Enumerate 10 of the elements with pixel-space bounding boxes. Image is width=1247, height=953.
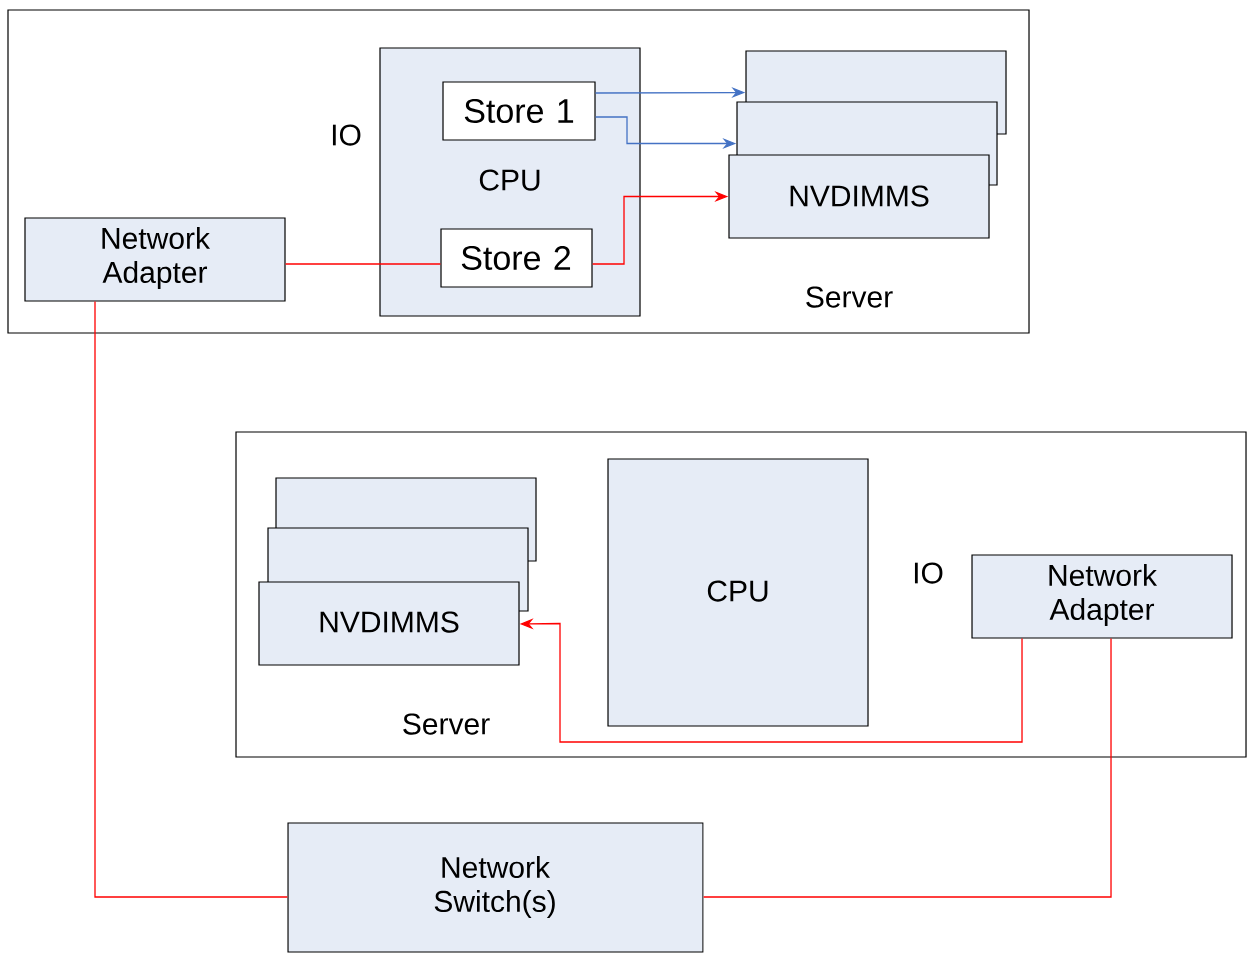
network-switch-box: Network Switch(s) <box>287 822 704 953</box>
network-adapter-box: Network Adapter <box>24 217 286 302</box>
memory-module-box: NVDIMMS <box>258 581 520 666</box>
store-box: Store 1 <box>442 81 596 141</box>
network-adapter-box: Network Adapter <box>971 554 1233 639</box>
store-box: Store 2 <box>440 228 593 288</box>
io-label: IO <box>914 562 943 584</box>
cpu-box: CPU <box>607 458 869 727</box>
memory-module-box: NVDIMMS <box>728 154 990 239</box>
io-label: IO <box>332 124 361 146</box>
